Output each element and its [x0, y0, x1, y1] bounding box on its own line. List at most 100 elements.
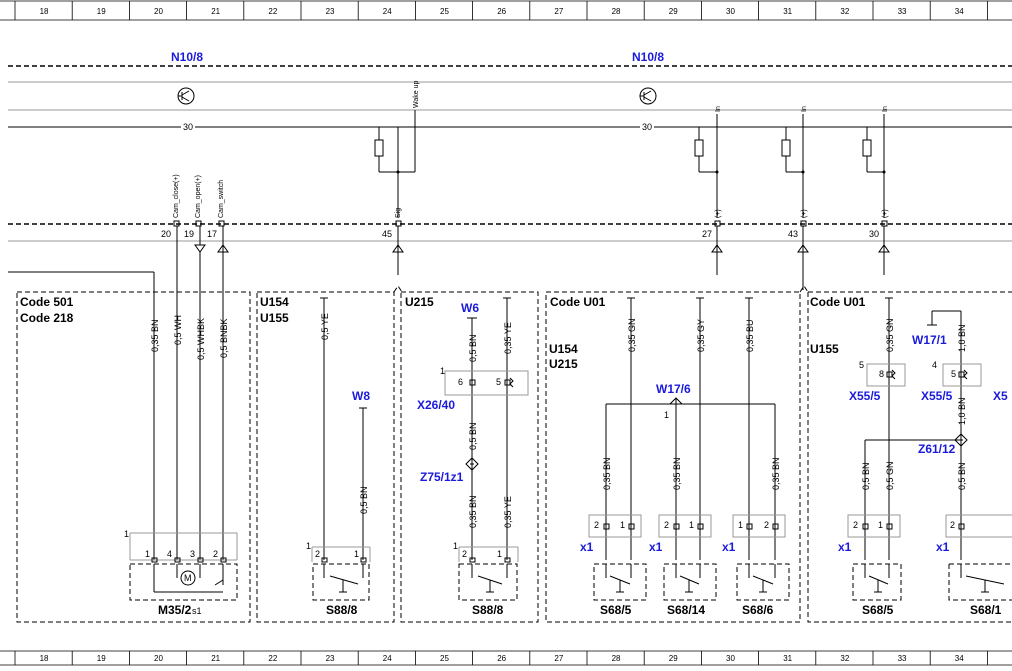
u215-wiring: [444, 297, 529, 560]
ruler-column-label: 23: [326, 654, 335, 663]
m35-2-motor[interactable]: [129, 532, 238, 601]
ruler-ticks: [14, 1, 988, 665]
pin-number: 1: [453, 541, 458, 551]
wire-label: 0,35 GN: [885, 318, 895, 352]
line-30-label: 30: [642, 122, 652, 132]
code-u215: U215: [405, 295, 434, 309]
ruler-column-label: 33: [898, 654, 907, 663]
connector-x1[interactable]: x1: [649, 540, 663, 554]
s88-8-right-switch[interactable]: [458, 546, 519, 601]
component-s68-1-cut[interactable]: S68/1: [970, 603, 1002, 617]
transistor-icon: [639, 87, 657, 105]
code-u215: U215: [549, 357, 578, 371]
pin-label-cam-switch: Cam_switch: [218, 180, 225, 218]
pin-label-plus: (+): [882, 209, 889, 218]
ruler-column-label: 24: [383, 654, 392, 663]
component-x5-cut[interactable]: X5: [993, 389, 1008, 403]
component-x26-40[interactable]: X26/40: [417, 398, 455, 412]
code-u154: U154: [549, 342, 578, 356]
code-u155: U155: [260, 311, 289, 325]
pin-number: 45: [382, 229, 392, 239]
in-label: In: [715, 106, 722, 112]
code-218: Code 218: [20, 311, 74, 325]
bottom-ruler: [0, 650, 1012, 666]
wake-up-circuit: [374, 110, 416, 218]
wire-label: 0,35 GN: [627, 318, 637, 352]
module-n10-8-left[interactable]: N10/8: [171, 50, 203, 64]
ruler-column-label: 19: [97, 654, 106, 663]
component-w6[interactable]: W6: [461, 301, 479, 315]
pin-label-plus: (+): [801, 209, 808, 218]
s68-6-switch[interactable]: [732, 514, 790, 601]
component-s68-14[interactable]: S68/14: [667, 603, 705, 617]
component-x55-5[interactable]: X55/5: [849, 389, 881, 403]
component-s68-5[interactable]: S68/5: [862, 603, 894, 617]
component-s88-8[interactable]: S88/8: [472, 603, 504, 617]
component-w17-6[interactable]: W17/6: [656, 382, 691, 396]
pin-number: 4: [167, 549, 172, 559]
code-u01: Code U01: [810, 295, 866, 309]
pin-label-plus: (+): [715, 209, 722, 218]
signal-arrows: [194, 244, 890, 253]
ruler-column-label: 27: [554, 7, 563, 16]
wire-label: 0,35 BN: [468, 495, 478, 528]
ruler-column-label: 19: [97, 7, 106, 16]
s68-5-right-switch[interactable]: [847, 514, 902, 601]
pin-number: 1: [440, 366, 445, 376]
pin-label-cam-open: Cam_open(+): [195, 175, 202, 218]
component-z75-1z1[interactable]: Z75/1z1: [420, 470, 464, 484]
pin-number: 2: [853, 520, 858, 530]
wire-label: 0,5 BNBK: [219, 318, 229, 358]
s68-1-switch-cut[interactable]: [945, 514, 1012, 601]
pin-number: 8: [879, 369, 884, 379]
wire-label: 0,5 YE: [320, 313, 330, 340]
ruler-column-label: 21: [211, 7, 220, 16]
top-ruler: [0, 0, 1012, 21]
connector-x1[interactable]: x1: [580, 540, 594, 554]
wire-label: 0,35 BN: [672, 457, 682, 490]
connector-x1[interactable]: x1: [936, 540, 950, 554]
code-u155: U155: [810, 342, 839, 356]
component-z61-12[interactable]: Z61/12: [918, 442, 956, 456]
wire-label: 0,35 YE: [503, 496, 513, 528]
wire-label: 0,35 BU: [745, 319, 755, 352]
pin-number: 2: [664, 520, 669, 530]
pin-label-cam-close: Cam_close(+): [173, 174, 180, 218]
pin-number: 2: [213, 549, 218, 559]
module-n10-8-right[interactable]: N10/8: [632, 50, 664, 64]
component-s68-6[interactable]: S68/6: [742, 603, 774, 617]
pin-number: 1: [145, 549, 150, 559]
ruler-column-label: 31: [783, 654, 792, 663]
connector-x1[interactable]: x1: [722, 540, 736, 554]
pin-number: 1: [124, 529, 129, 539]
component-s88-8[interactable]: S88/8: [326, 603, 358, 617]
pin-number: 27: [702, 229, 712, 239]
ruler-column-label: 25: [440, 654, 449, 663]
wire-label: 0,35 YE: [503, 322, 513, 354]
pin-number: 2: [462, 549, 467, 559]
component-x55-5[interactable]: X55/5: [921, 389, 953, 403]
pin-number: 6: [458, 377, 463, 387]
in-label: In: [882, 106, 889, 112]
wire-label: 0,35 BN: [771, 457, 781, 490]
pin-number: 5: [951, 369, 956, 379]
component-m35-2[interactable]: M35/2: [158, 603, 192, 617]
wire-label: 1,0 BN: [957, 397, 967, 425]
ruler-column-label: 33: [898, 7, 907, 16]
component-w17-1[interactable]: W17/1: [912, 333, 947, 347]
s88-8-left-switch[interactable]: [311, 546, 371, 601]
code-501: Code 501: [20, 295, 74, 309]
connector-x1[interactable]: x1: [838, 540, 852, 554]
code-u154: U154: [260, 295, 289, 309]
s88-8-left-wiring: [320, 297, 367, 560]
component-w8[interactable]: W8: [352, 389, 370, 403]
s68-14-switch[interactable]: [658, 514, 717, 601]
code-u01: Code U01: [550, 295, 606, 309]
s68-5-switch[interactable]: [588, 514, 647, 601]
ruler-column-label: 20: [154, 654, 163, 663]
pin-number: 2: [950, 520, 955, 530]
ruler-column-label: 20: [154, 7, 163, 16]
ruler-column-label: 18: [40, 7, 49, 16]
component-s68-5[interactable]: S68/5: [600, 603, 632, 617]
